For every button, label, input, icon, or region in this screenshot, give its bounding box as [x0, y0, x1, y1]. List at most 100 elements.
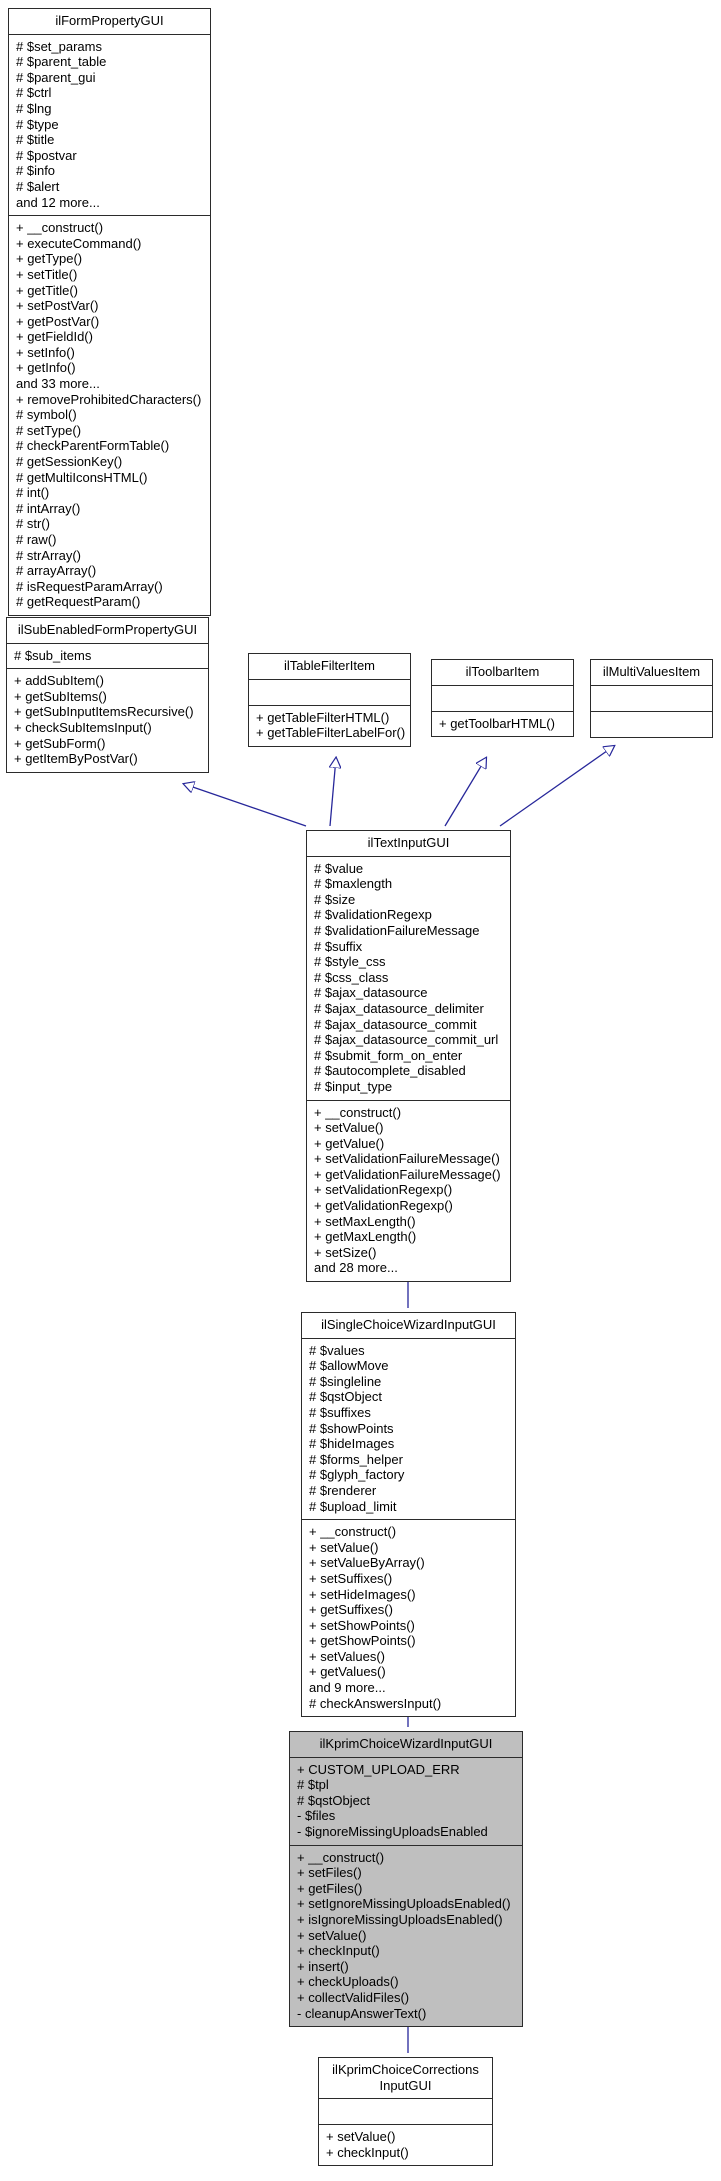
- class-node-ilformpropertygui[interactable]: ilFormPropertyGUI # $set_params # $paren…: [8, 8, 211, 616]
- class-node-iltoolbaritem[interactable]: ilToolbarItem + getToolbarHTML(): [431, 659, 574, 738]
- attribute-row: # $tpl: [297, 1777, 329, 1793]
- operation-row: # symbol(): [16, 407, 77, 423]
- attribute-row: # $size: [314, 891, 356, 907]
- operation-row: + executeCommand(): [16, 235, 142, 251]
- operation-row: + getTableFilterHTML(): [256, 709, 390, 725]
- operation-row: + isIgnoreMissingUploadsEnabled(): [297, 1911, 503, 1927]
- class-operations: + addSubItem() + getSubItems() + getSubI…: [7, 669, 208, 772]
- operation-row: + setMaxLength(): [314, 1213, 416, 1229]
- operation-row: # isRequestParamArray(): [16, 578, 163, 594]
- attribute-row: # $set_params: [16, 38, 102, 54]
- attribute-row: # $sub_items: [14, 647, 92, 663]
- attribute-row: # $title: [16, 132, 55, 148]
- operation-row: + __construct(): [314, 1104, 402, 1120]
- class-attributes: [319, 2099, 492, 2126]
- operation-row: + getValue(): [314, 1135, 385, 1151]
- operation-more-row: and 28 more...: [314, 1260, 398, 1276]
- class-node-ilkprimchoicewizardinputgui[interactable]: ilKprimChoiceWizardInputGUI + CUSTOM_UPL…: [289, 1731, 523, 2028]
- attribute-row: # $upload_limit: [309, 1498, 397, 1514]
- class-attributes: # $set_params # $parent_table # $parent_…: [9, 35, 210, 217]
- attribute-row: # $qstObject: [297, 1792, 370, 1808]
- operation-row: + __construct(): [16, 220, 104, 236]
- operation-row: + getSubForm(): [14, 735, 106, 751]
- operation-more-row: and 9 more...: [309, 1680, 386, 1696]
- attribute-row: # $forms_helper: [309, 1451, 403, 1467]
- operation-row: + setValidationRegexp(): [314, 1182, 453, 1198]
- operation-row: # arrayArray(): [16, 563, 97, 579]
- attribute-row: # $parent_gui: [16, 69, 96, 85]
- operation-row: # getMultiIconsHTML(): [16, 469, 148, 485]
- attribute-row: # $showPoints: [309, 1420, 394, 1436]
- attribute-row: # $hideImages: [309, 1436, 395, 1452]
- operation-row: # getRequestParam(): [16, 594, 141, 610]
- operation-row: # setType(): [16, 422, 82, 438]
- class-node-ilkprimchoicecorrectionsinputgui[interactable]: ilKprimChoiceCorrections InputGUI + setV…: [318, 2057, 493, 2167]
- operation-row: + checkInput(): [297, 1943, 380, 1959]
- operation-row: + getItemByPostVar(): [14, 751, 138, 767]
- operation-row: + setValue(): [314, 1120, 384, 1136]
- attribute-row: # $value: [314, 860, 364, 876]
- class-title: ilTextInputGUI: [307, 831, 510, 857]
- operation-row: # checkParentFormTable(): [16, 438, 170, 454]
- class-attributes: [249, 680, 410, 706]
- operation-row: + insert(): [297, 1958, 349, 1974]
- attribute-row: # $css_class: [314, 969, 389, 985]
- operation-row: + getType(): [16, 251, 83, 267]
- class-attributes: # $sub_items: [7, 644, 208, 670]
- attribute-more-row: and 12 more...: [16, 194, 100, 210]
- operation-row: # intArray(): [16, 500, 81, 516]
- attribute-row: # $validationRegexp: [314, 907, 432, 923]
- class-title: ilMultiValuesItem: [591, 660, 712, 686]
- class-node-iltablefilteritem[interactable]: ilTableFilterItem + getTableFilterHTML()…: [248, 653, 411, 747]
- class-operations: + __construct() + executeCommand() + get…: [9, 216, 210, 615]
- operation-row: + getToolbarHTML(): [439, 715, 555, 731]
- class-attributes: [591, 686, 712, 712]
- attribute-row: # $type: [16, 116, 59, 132]
- operation-row: + setSuffixes(): [309, 1570, 393, 1586]
- operation-row: + setFiles(): [297, 1865, 362, 1881]
- operation-row: + checkSubItemsInput(): [14, 719, 152, 735]
- operation-row: + checkUploads(): [297, 1974, 399, 1990]
- class-operations: + getToolbarHTML(): [432, 712, 573, 737]
- attribute-row: # $alert: [16, 178, 60, 194]
- operation-row: + getMaxLength(): [314, 1229, 417, 1245]
- attribute-row: # $suffix: [314, 938, 363, 954]
- attribute-row: # $renderer: [309, 1482, 377, 1498]
- class-attributes: # $values # $allowMove # $singleline # $…: [302, 1339, 515, 1521]
- operation-row: + setValidationFailureMessage(): [314, 1151, 500, 1167]
- class-node-ilsubenabledformpropertygui[interactable]: ilSubEnabledFormPropertyGUI # $sub_items…: [6, 617, 209, 773]
- attribute-row: # $lng: [16, 100, 52, 116]
- class-title: ilFormPropertyGUI: [9, 9, 210, 35]
- operation-more-row: and 33 more...: [16, 376, 100, 392]
- operation-row: + collectValidFiles(): [297, 1989, 410, 2005]
- attribute-row: # $ctrl: [16, 85, 52, 101]
- attribute-row: # $ajax_datasource: [314, 985, 428, 1001]
- operation-row: # strArray(): [16, 547, 81, 563]
- attribute-row: # $qstObject: [309, 1389, 382, 1405]
- operation-row: + setValue(): [297, 1927, 367, 1943]
- operation-row: - cleanupAnswerText(): [297, 2005, 427, 2021]
- class-node-iltextinputgui[interactable]: ilTextInputGUI # $value # $maxlength # $…: [306, 830, 511, 1283]
- operation-row: + getTableFilterLabelFor(): [256, 725, 406, 741]
- class-title: ilToolbarItem: [432, 660, 573, 686]
- attribute-row: # $suffixes: [309, 1404, 371, 1420]
- operation-row: + getFiles(): [297, 1880, 363, 1896]
- class-operations: + setValue() + checkInput(): [319, 2125, 492, 2165]
- attribute-row: # $validationFailureMessage: [314, 922, 480, 938]
- operation-row: # checkAnswersInput(): [309, 1695, 442, 1711]
- class-attributes: # $value # $maxlength # $size # $validat…: [307, 857, 510, 1101]
- operation-row: + removeProhibitedCharacters(): [16, 391, 202, 407]
- operation-row: + getSuffixes(): [309, 1602, 393, 1618]
- attribute-row: # $ajax_datasource_delimiter: [314, 1000, 484, 1016]
- operation-row: + getTitle(): [16, 282, 79, 298]
- operation-row: + setPostVar(): [16, 298, 99, 314]
- attribute-row: # $ajax_datasource_commit: [314, 1016, 477, 1032]
- class-node-ilsinglechoicewizardinputgui[interactable]: ilSingleChoiceWizardInputGUI # $values #…: [301, 1312, 516, 1718]
- operation-row: # str(): [16, 516, 50, 532]
- attribute-row: # $values: [309, 1342, 365, 1358]
- operation-row: + setIgnoreMissingUploadsEnabled(): [297, 1896, 511, 1912]
- class-attributes: + CUSTOM_UPLOAD_ERR # $tpl # $qstObject …: [290, 1758, 522, 1846]
- class-node-ilmultivaluesitem[interactable]: ilMultiValuesItem: [590, 659, 713, 738]
- operation-row: + getSubItems(): [14, 688, 107, 704]
- attribute-row: # $maxlength: [314, 876, 393, 892]
